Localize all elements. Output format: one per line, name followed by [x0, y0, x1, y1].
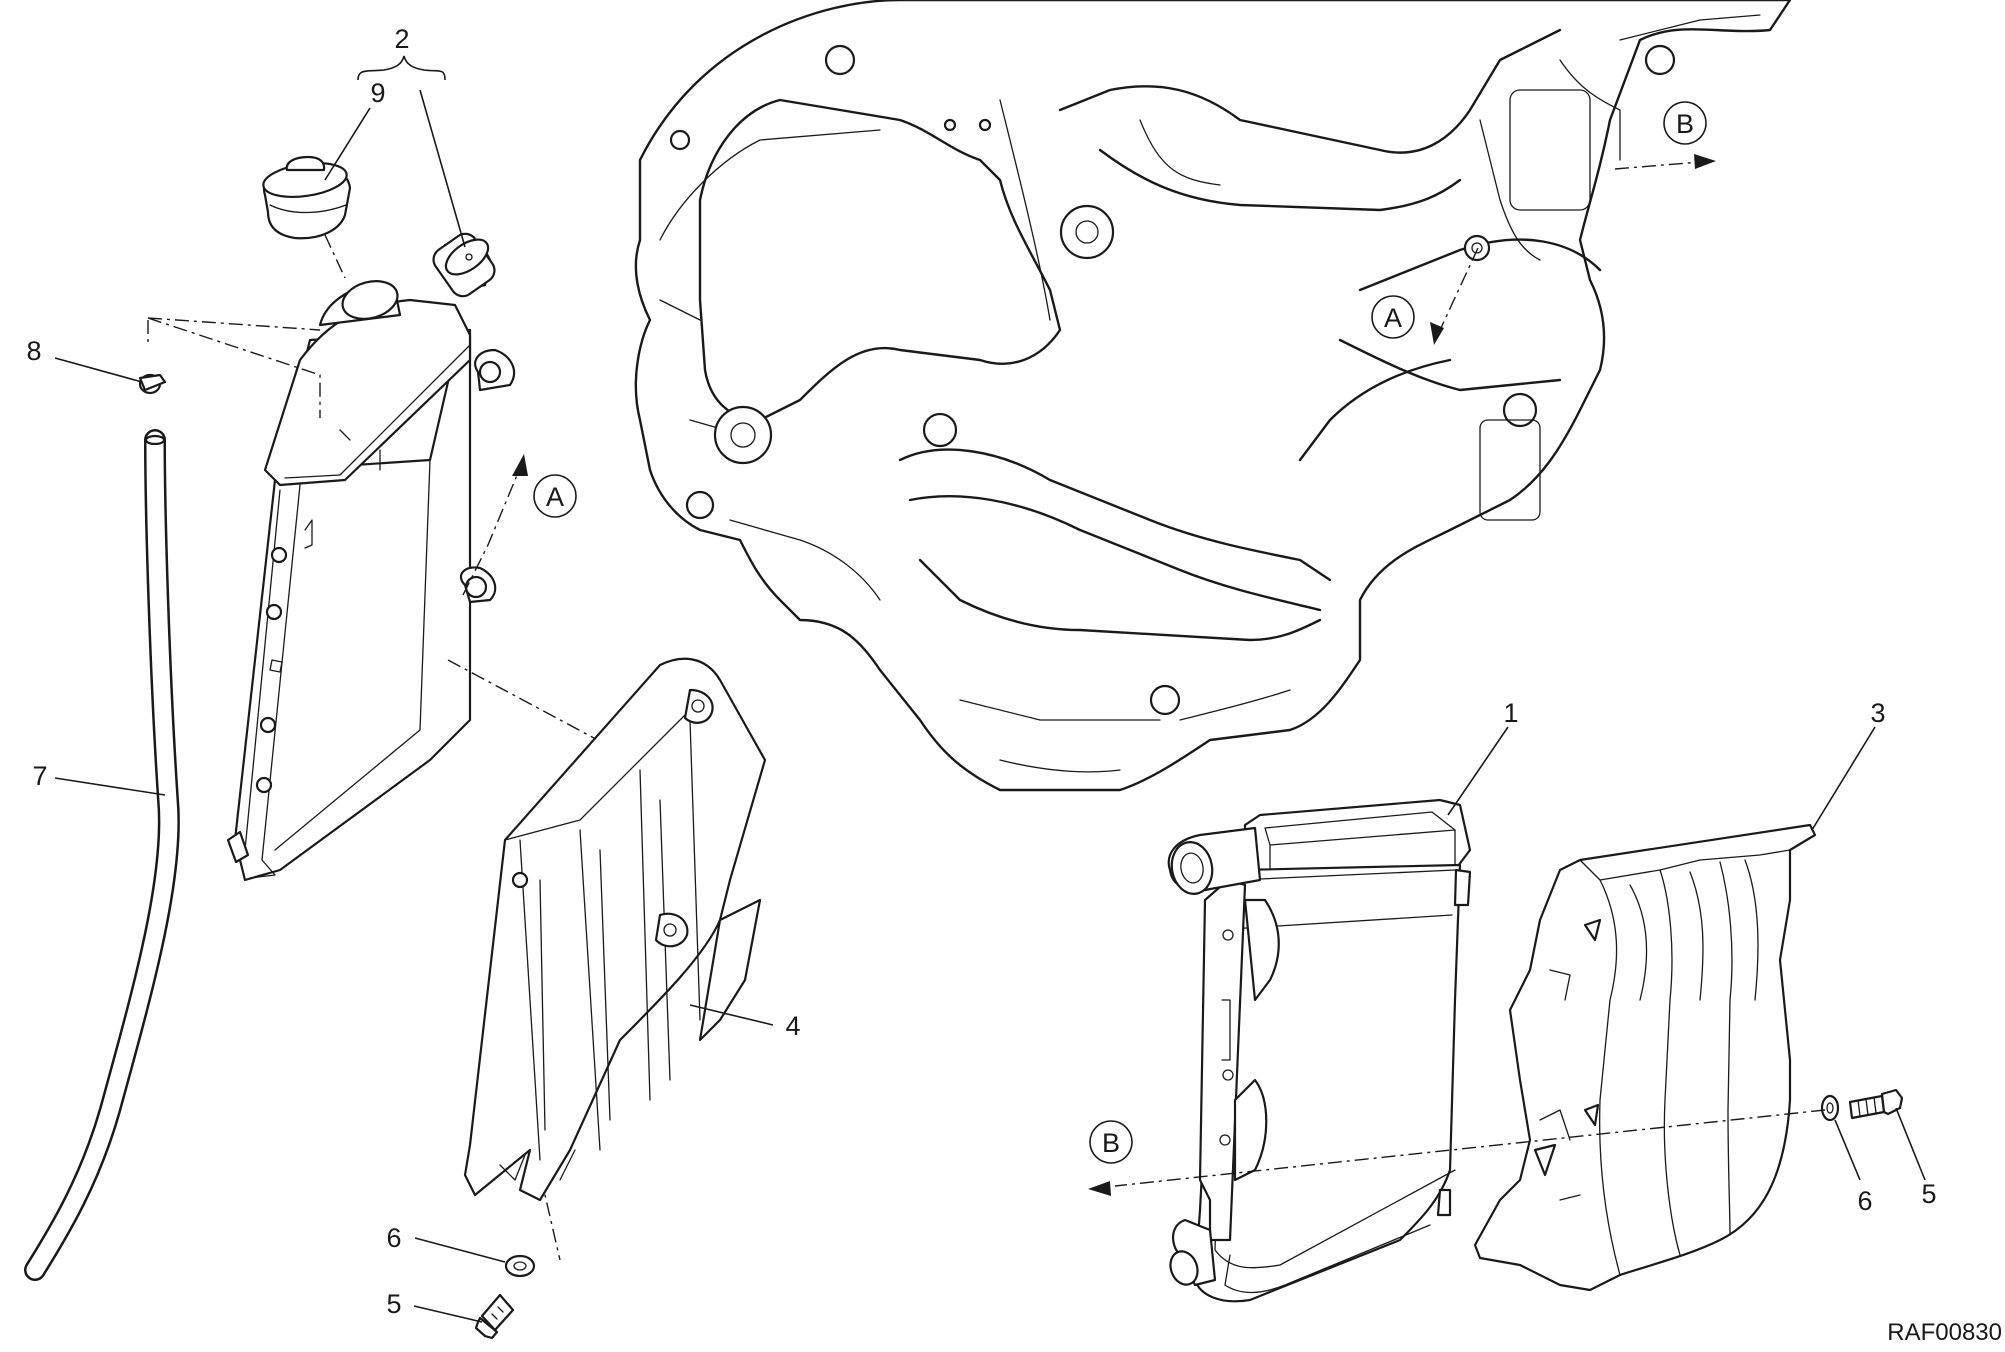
screw-right	[1848, 1088, 1904, 1120]
line-b-frame	[1614, 161, 1701, 170]
callout-5-right: 5	[1921, 1179, 1936, 1209]
leader-5-right	[1895, 1107, 1926, 1181]
line-b-right	[1114, 1109, 1826, 1187]
bracket-2	[357, 55, 446, 81]
motorcycle-frame	[634, 0, 1792, 792]
leader-5-left	[413, 1305, 483, 1323]
right-radiator-guard	[1473, 823, 1817, 1292]
callout-2: 2	[394, 24, 409, 54]
washer-right	[1820, 1094, 1840, 1122]
left-radiator-guard	[463, 657, 767, 1202]
leader-7	[54, 777, 166, 796]
callout-4: 4	[785, 1011, 800, 1041]
line-a-frame	[1439, 247, 1479, 331]
reference-mark-a-frame: A	[1371, 295, 1415, 339]
hose-clamp	[138, 373, 167, 395]
leader-8	[54, 357, 143, 383]
callout-1: 1	[1503, 698, 1518, 728]
drawing-code: RAF00830	[1887, 1319, 2002, 1346]
washer-left	[504, 1254, 536, 1278]
callout-6-left: 6	[386, 1223, 401, 1253]
reference-a-left-label: A	[546, 482, 564, 512]
leader-4	[689, 1004, 774, 1026]
reference-b-right-label: B	[1102, 1128, 1120, 1158]
callout-6-right: 6	[1857, 1186, 1872, 1216]
clamp-alignment-line	[147, 317, 321, 418]
leader-6-right	[1834, 1119, 1861, 1181]
cap-alignment-line	[324, 234, 346, 279]
callout-7: 7	[32, 761, 47, 791]
leader-2	[419, 89, 466, 248]
leader-6-left	[414, 1237, 506, 1263]
reference-a-frame-label: A	[1384, 303, 1402, 333]
arrow-b-right	[1088, 1181, 1111, 1196]
callout-9: 9	[370, 78, 385, 108]
callout-8: 8	[26, 336, 41, 366]
radiator-cap	[262, 155, 352, 240]
line-a-left	[462, 467, 521, 596]
arrow-b-frame	[1694, 154, 1716, 169]
left-radiator-assembly	[226, 232, 516, 882]
right-radiator	[1167, 798, 1472, 1303]
overflow-hose	[24, 429, 180, 1281]
reference-mark-a-left: A	[533, 474, 577, 518]
callout-5-left: 5	[386, 1289, 401, 1319]
arrow-a-left	[512, 454, 528, 476]
arrow-a-frame	[1430, 322, 1444, 345]
leader-9	[324, 107, 371, 181]
leader-3	[1811, 726, 1876, 831]
screw-left	[474, 1293, 515, 1340]
reference-mark-b-frame: B	[1663, 101, 1707, 145]
reference-b-frame-label: B	[1676, 109, 1694, 139]
reference-mark-b-right: B	[1089, 1120, 1133, 1164]
callout-3: 3	[1870, 698, 1885, 728]
leader-1	[1447, 726, 1509, 816]
